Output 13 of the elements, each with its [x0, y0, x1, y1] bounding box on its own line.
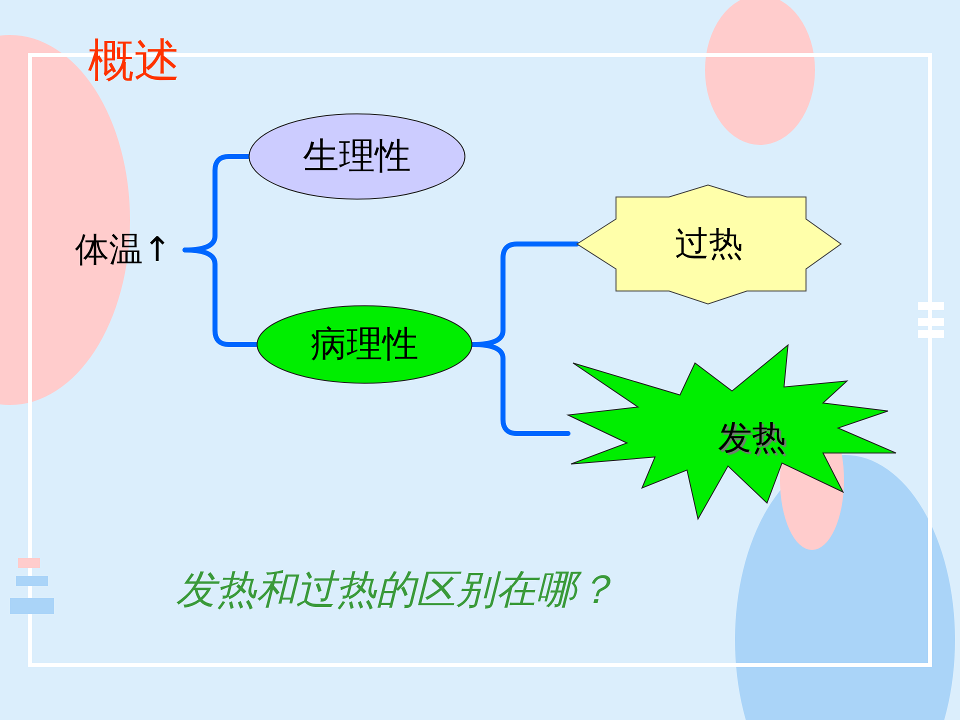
ellipse-node — [256, 305, 473, 384]
node-label: 病理性 — [310, 323, 418, 367]
question-text: 发热和过热的区别在哪？ — [176, 566, 616, 615]
ellipse-node — [248, 113, 466, 200]
node-label: 过热 — [675, 223, 743, 266]
node-label: 发热 — [718, 416, 786, 460]
node-label: 体温↑ — [75, 228, 172, 272]
brace-connector — [470, 342, 570, 436]
slide-title: 概述 — [88, 32, 180, 89]
burst-node — [568, 345, 896, 522]
node-label: 生理性 — [303, 135, 411, 179]
brace-connector — [182, 248, 258, 347]
star-node — [577, 184, 841, 304]
